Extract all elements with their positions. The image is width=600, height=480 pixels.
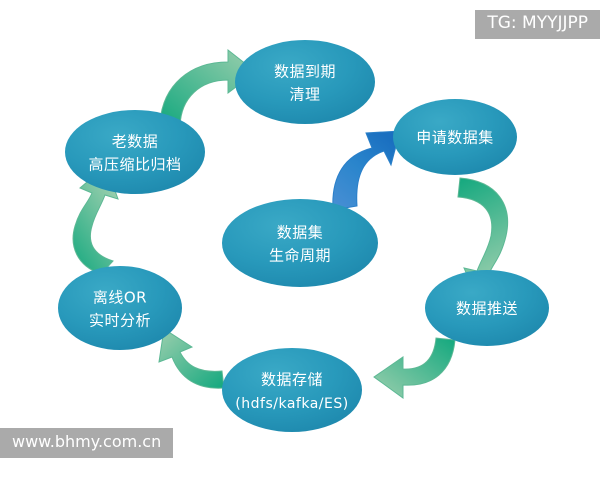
node-label-line: 离线OR [93, 289, 147, 307]
node-data-push[interactable]: 数据推送 [425, 270, 549, 346]
node-label-line: 生命周期 [269, 247, 331, 265]
node-offline-or-realtime-analysis[interactable]: 离线OR 实时分析 [58, 266, 182, 350]
node-label-line: 老数据 [112, 133, 159, 151]
watermark-top-right: TG: MYYJJPP [475, 10, 600, 39]
node-label-line: 数据推送 [456, 300, 518, 318]
node-label-line: 数据到期 [274, 63, 336, 81]
arrow-center-to-apply [332, 130, 401, 211]
node-label-line: 实时分析 [89, 312, 151, 330]
arrow-push-to-storage [373, 337, 456, 399]
node-data-storage[interactable]: 数据存储 (hdfs/kafka/ES) [222, 348, 362, 432]
node-label-line: 数据集 [277, 224, 324, 242]
watermark-bottom-left: www.bhmy.com.cn [0, 428, 174, 458]
node-label-line: (hdfs/kafka/ES) [235, 396, 348, 412]
node-label-line: 申请数据集 [416, 129, 494, 147]
node-center-dataset-lifecycle[interactable]: 数据集 生命周期 [222, 199, 378, 287]
node-label-line: 清理 [289, 86, 320, 104]
node-apply-dataset[interactable]: 申请数据集 [393, 99, 517, 175]
node-data-expiry-cleanup[interactable]: 数据到期 清理 [235, 40, 375, 124]
arrow-storage-to-analysis [158, 328, 225, 389]
node-label-line: 高压缩比归档 [88, 156, 181, 174]
node-label-line: 数据存储 [261, 371, 323, 389]
node-old-data-archive[interactable]: 老数据 高压缩比归档 [65, 110, 205, 194]
